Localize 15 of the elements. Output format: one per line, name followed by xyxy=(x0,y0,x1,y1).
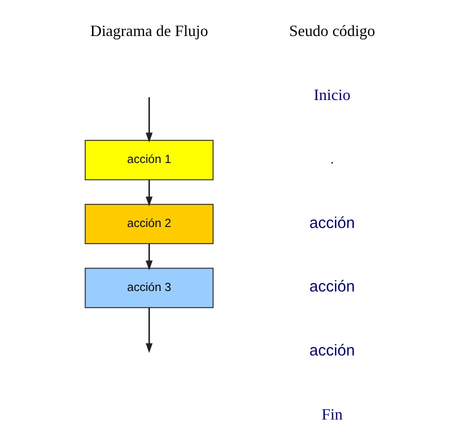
label: Inicio xyxy=(313,86,350,104)
label: Seudo código xyxy=(288,22,375,40)
arrow xyxy=(145,308,152,354)
label: acción xyxy=(308,214,354,232)
label: acción xyxy=(308,278,354,296)
arrow xyxy=(145,180,152,206)
node-box: acción 2 xyxy=(84,204,214,244)
arrow xyxy=(145,244,152,270)
arrow xyxy=(145,97,152,143)
node-box: acción 3 xyxy=(84,268,214,308)
label: Diagrama de Flujo xyxy=(90,22,208,40)
label: Fin xyxy=(321,406,342,424)
label: . xyxy=(330,152,334,167)
node-box: acción 1 xyxy=(84,140,214,180)
label: acción xyxy=(308,342,354,360)
